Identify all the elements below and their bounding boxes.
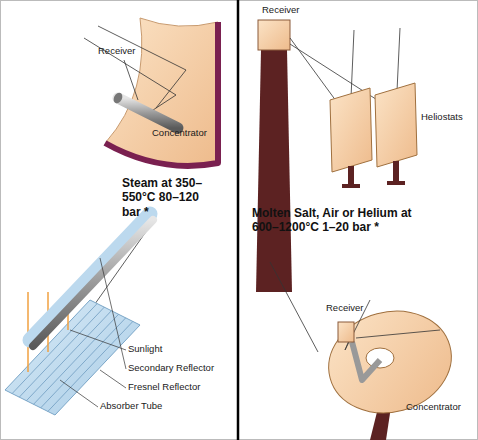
part-label: Sunlight bbox=[128, 344, 162, 355]
divider bbox=[237, 0, 240, 440]
part-label: Absorber Tube bbox=[100, 401, 162, 412]
part-label: Heliostats bbox=[421, 112, 463, 123]
solar-tower bbox=[256, 20, 417, 292]
leader-line bbox=[124, 60, 138, 100]
part-label: Fresnel Reflector bbox=[128, 382, 200, 393]
part-label: Receiver bbox=[98, 46, 136, 57]
leader-line bbox=[270, 262, 318, 352]
part-label: Concentrator bbox=[406, 402, 461, 413]
operating-conditions: Steam at 350–550°C 80–120 bar * bbox=[122, 176, 208, 219]
part-label: Receiver bbox=[326, 303, 364, 314]
parabolic-dish bbox=[317, 298, 463, 440]
part-label: Receiver bbox=[262, 5, 300, 16]
parabolic-trough bbox=[84, 18, 218, 166]
part-label: Concentrator bbox=[152, 128, 207, 139]
part-label: Secondary Reflector bbox=[128, 363, 214, 374]
operating-conditions: Molten Salt, Air or Helium at 600–1200°C… bbox=[252, 206, 436, 235]
